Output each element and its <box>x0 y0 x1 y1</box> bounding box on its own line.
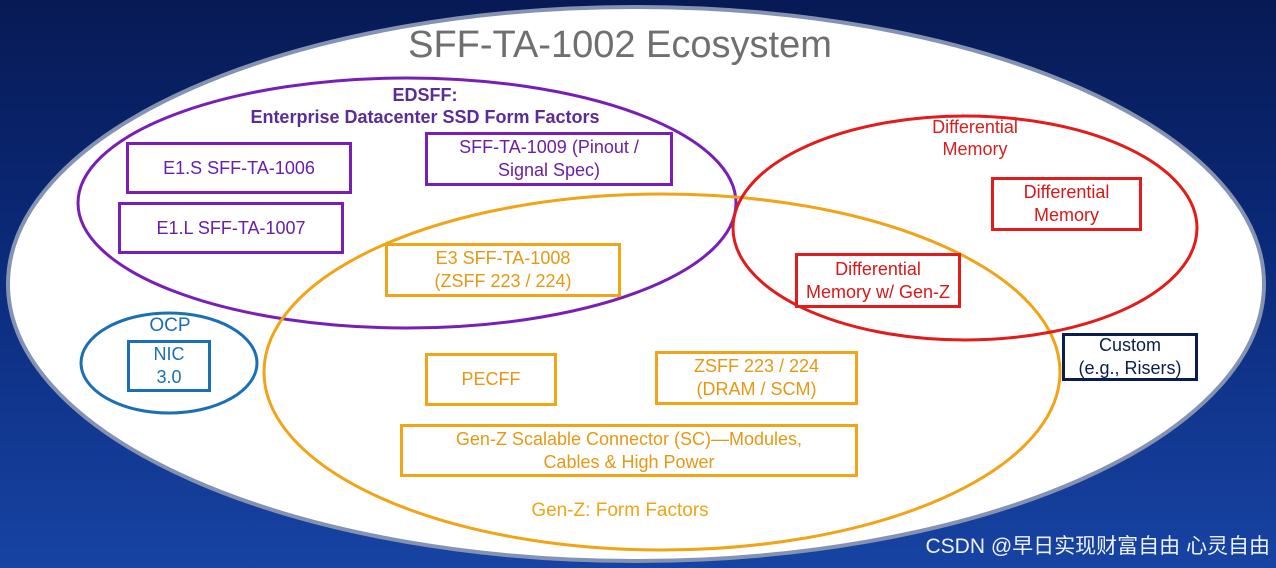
diagram-title: SFF-TA-1002 Ecosystem <box>408 24 832 66</box>
e1l-box: E1.L SFF-TA-1007 <box>118 202 344 254</box>
genz-connector-label: Gen-Z Scalable Connector (SC)—Modules, C… <box>455 428 803 472</box>
e1s-label: E1.S SFF-TA-1006 <box>163 157 315 178</box>
zsff-label: ZSFF 223 / 224 (DRAM / SCM) <box>693 356 820 399</box>
ocp-label: OCP <box>149 315 191 336</box>
edsff-title-line1: EDSFF: <box>392 85 458 105</box>
e1l-label: E1.L SFF-TA-1007 <box>156 217 306 238</box>
pinout-box: SFF-TA-1009 (Pinout / Signal Spec) <box>425 132 673 186</box>
differential-memory-genz-box: Differential Memory w/ Gen-Z <box>795 253 961 308</box>
custom-box: Custom (e.g., Risers) <box>1062 333 1198 381</box>
custom-label: Custom (e.g., Risers) <box>1078 335 1182 378</box>
differential-memory-ellipse <box>731 114 1199 342</box>
e3-label: E3 SFF-TA-1008 (ZSFF 223 / 224) <box>434 248 572 291</box>
pinout-label: SFF-TA-1009 (Pinout / Signal Spec) <box>459 137 639 180</box>
nic-box: NIC 3.0 <box>127 340 211 392</box>
differential-memory-label-text: Differential Memory <box>932 117 1018 159</box>
pecff-box: PECFF <box>425 353 557 406</box>
watermark: CSDN @早日实现财富自由 心灵自由 <box>925 535 1271 558</box>
e3-box: E3 SFF-TA-1008 (ZSFF 223 / 224) <box>385 243 621 297</box>
genz-label: Gen-Z: Form Factors <box>531 500 709 521</box>
zsff-box: ZSFF 223 / 224 (DRAM / SCM) <box>655 351 858 405</box>
ocp-ellipse <box>79 311 259 415</box>
genz-connector-box: Gen-Z Scalable Connector (SC)—Modules, C… <box>400 424 858 477</box>
differential-memory-label: Differential Memory <box>890 116 1060 160</box>
nic-label: NIC 3.0 <box>153 344 185 387</box>
edsff-title: EDSFF: Enterprise Datacenter SSD Form Fa… <box>200 84 650 128</box>
differential-memory-box-label: Differential Memory <box>1023 182 1110 225</box>
genz-ellipse <box>262 192 1062 552</box>
edsff-title-line2: Enterprise Datacenter SSD Form Factors <box>250 107 600 127</box>
edsff-ellipse <box>76 76 738 330</box>
differential-memory-box: Differential Memory <box>991 177 1142 231</box>
e1s-box: E1.S SFF-TA-1006 <box>126 142 352 194</box>
differential-memory-genz-label: Differential Memory w/ Gen-Z <box>805 258 951 302</box>
pecff-label: PECFF <box>461 369 521 389</box>
